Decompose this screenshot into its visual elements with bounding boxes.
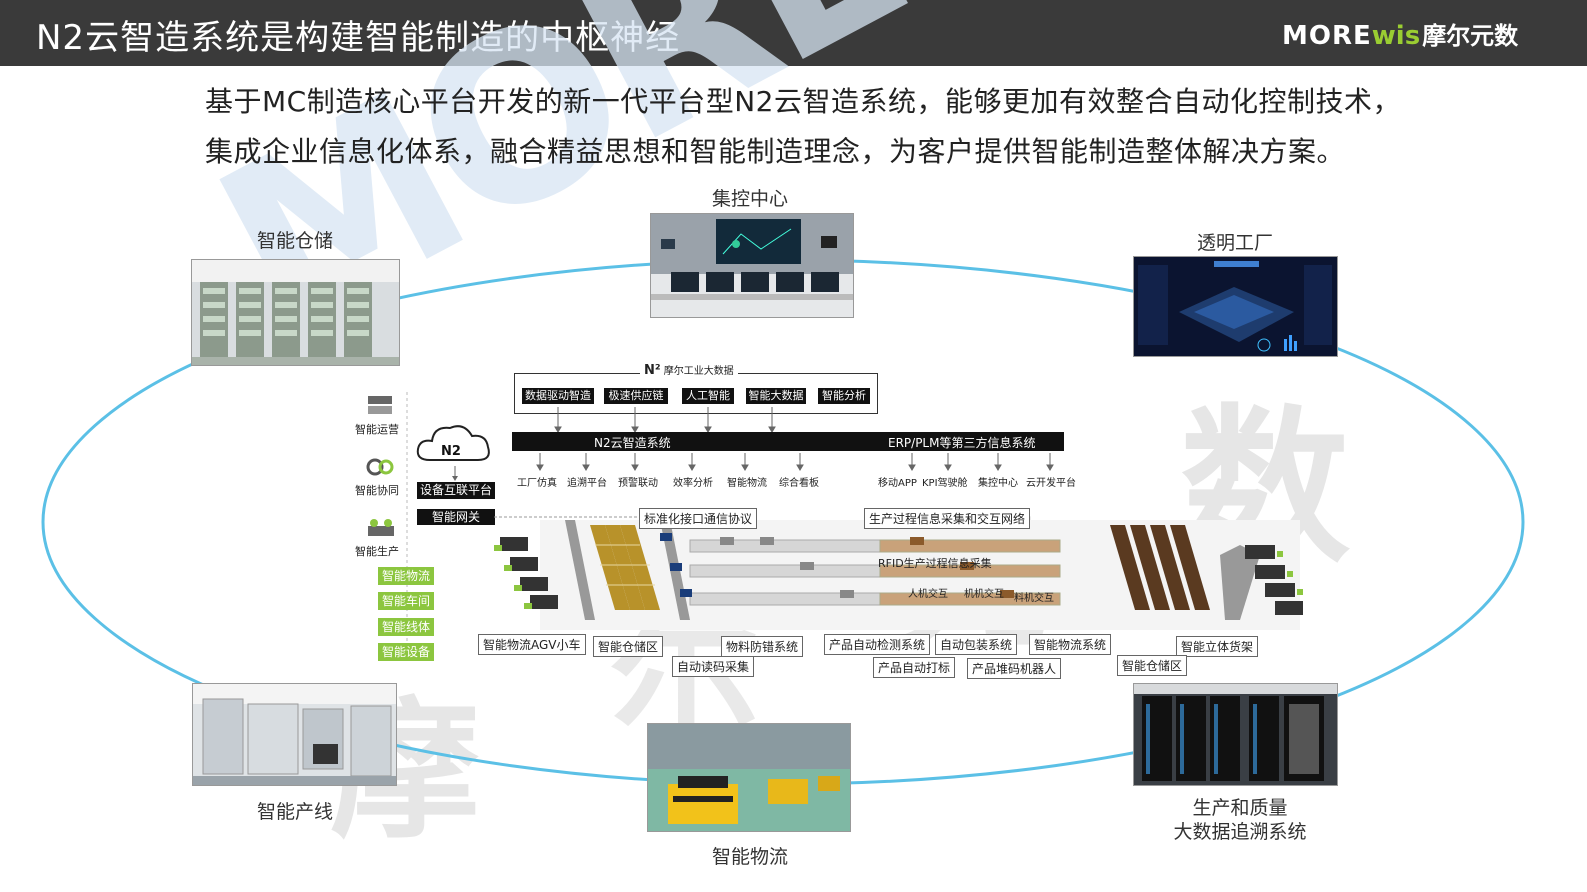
transparent-factory-image <box>1133 256 1338 357</box>
protocol-label: 标准化接口通信协议 <box>639 508 758 529</box>
bottom-tag-mistake-proof: 物料防错系统 <box>721 636 804 657</box>
side-label-collaboration: 智能协同 <box>355 484 399 497</box>
function-label: KPI驾驶舱 <box>922 478 968 489</box>
collaboration-icon <box>366 458 394 476</box>
device-platform-box: 设备互联平台 <box>417 482 495 499</box>
bottom-tag-barcode: 自动读码采集 <box>672 656 755 677</box>
network-label: 生产过程信息采集和交互网络 <box>864 508 1031 529</box>
control-center-image <box>650 213 854 318</box>
system-bar <box>512 432 1064 451</box>
system-bar-left: N2云智造系统 <box>594 436 671 450</box>
bigdata-arrows <box>536 407 1054 471</box>
function-label: 综合看板 <box>779 478 819 489</box>
node-label-traceability-2: 大数据追溯系统 <box>1173 821 1307 843</box>
node-label-smart-line: 智能产线 <box>256 801 333 823</box>
green-tag-logistics: 智能物流 <box>378 567 434 585</box>
bottom-tag-warehouse-2: 智能仓储区 <box>1117 655 1188 676</box>
side-divider <box>406 392 408 662</box>
function-label: 智能物流 <box>727 478 767 489</box>
header-bar <box>0 0 1587 66</box>
cloud-arrow <box>452 466 458 481</box>
bottom-tag-rack: 智能立体货架 <box>1176 636 1259 657</box>
system-bar-right: ERP/PLM等第三方信息系统 <box>888 436 1036 450</box>
side-label-production: 智能生产 <box>355 545 399 558</box>
bottom-tag-warehouse: 智能仓储区 <box>593 636 664 657</box>
brand-logo: MOREwis摩尔元数 <box>1282 16 1519 51</box>
interaction-label-lm: 料机交互 <box>1014 593 1054 604</box>
green-tag-device: 智能设备 <box>378 643 434 661</box>
bigdata-item-5: 智能分析 <box>818 388 870 404</box>
bigdata-item-4: 智能大数据 <box>746 388 806 404</box>
bottom-tag-inspection: 产品自动检测系统 <box>824 634 931 655</box>
gateway-box: 智能网关 <box>417 509 495 525</box>
bottom-tag-agv: 智能物流AGV小车 <box>478 634 586 655</box>
bigdata-item-1: 数据驱动智造 <box>522 388 594 404</box>
gateway-line <box>494 516 639 518</box>
brand-en: MORE <box>1282 21 1372 51</box>
function-label: 云开发平台 <box>1026 478 1076 489</box>
green-tag-workshop: 智能车间 <box>378 592 434 610</box>
smart-logistics-image <box>647 723 851 832</box>
brand-en-accent: wis <box>1371 21 1421 51</box>
operations-icon <box>368 396 392 414</box>
interaction-label-hm: 人机交互 <box>908 589 948 600</box>
bottom-tag-logistics-system: 智能物流系统 <box>1029 634 1112 655</box>
smart-line-image <box>192 683 397 786</box>
rfid-label: RFID生产过程信息采集 <box>878 557 992 570</box>
bottom-tag-labeling: 产品自动打标 <box>873 657 956 678</box>
function-label: 移动APP <box>878 478 917 489</box>
bigdata-item-2: 极速供应链 <box>604 388 668 404</box>
green-tag-line: 智能线体 <box>378 618 434 636</box>
page-title: N2云智造系统是构建智能制造的中枢神经 <box>36 18 681 58</box>
function-label: 集控中心 <box>978 478 1018 489</box>
function-label: 预警联动 <box>618 478 658 489</box>
node-label-smart-warehouse: 智能仓储 <box>256 230 333 252</box>
cloud-label: N2 <box>441 444 461 459</box>
factory-layout-illustration <box>494 520 1303 630</box>
node-label-control-center: 集控中心 <box>711 188 788 210</box>
smart-warehouse-image <box>191 259 400 366</box>
function-label: 效率分析 <box>673 478 713 489</box>
intro-line-1: 基于MC制造核心平台开发的新一代平台型N2云智造系统，能够更加有效整合自动化控制… <box>205 85 1401 118</box>
intro-line-2: 集成企业信息化体系，融合精益思想和智能制造理念，为客户提供智能制造整体解决方案。 <box>205 135 1346 168</box>
production-icon <box>368 519 394 536</box>
function-label: 追溯平台 <box>567 478 607 489</box>
interaction-label-mm: 机机交互 <box>964 589 1004 600</box>
node-label-smart-logistics: 智能物流 <box>711 846 788 868</box>
brand-cn: 摩尔元数 <box>1422 22 1519 50</box>
side-label-operations: 智能运营 <box>355 423 399 436</box>
node-label-transparent-factory: 透明工厂 <box>1196 232 1273 254</box>
node-label-traceability-1: 生产和质量 <box>1192 797 1288 819</box>
function-label: 工厂仿真 <box>517 478 557 489</box>
bottom-tag-stacking: 产品堆码机器人 <box>967 658 1062 679</box>
cloud-icon <box>416 425 490 461</box>
bottom-tag-packing: 自动包装系统 <box>935 634 1018 655</box>
bigdata-item-3: 人工智能 <box>682 388 734 404</box>
traceability-image <box>1133 683 1338 786</box>
bigdata-title: N² 摩尔工业大数据 <box>640 362 738 378</box>
